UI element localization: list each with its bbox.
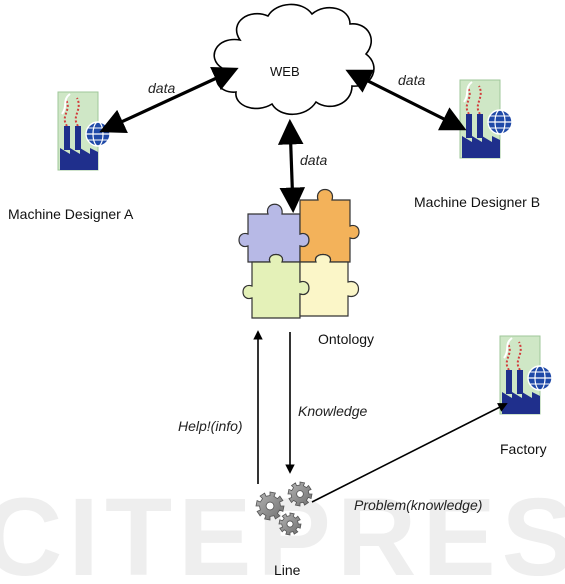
- factory-icon-designer-a: [57, 91, 111, 171]
- edge-label-problem-knowledge: Problem(knowledge): [354, 497, 483, 513]
- factory-icon-factory: [499, 335, 553, 415]
- arrow-web-ontology: [277, 118, 306, 214]
- edge-label-knowledge: Knowledge: [298, 403, 368, 419]
- web-cloud: [213, 3, 375, 116]
- designer-b-label: Machine Designer B: [414, 194, 541, 210]
- factory-label: Factory: [500, 441, 547, 457]
- ontology-label: Ontology: [318, 331, 375, 347]
- arrow-line-to-factory: [311, 403, 508, 503]
- designer-a-label: Machine Designer A: [8, 206, 134, 222]
- gears-icon: [255, 481, 313, 536]
- puzzle-piece-yellow: [299, 253, 360, 317]
- puzzle-piece-blue: [238, 203, 310, 263]
- factory-icon-designer-b: [459, 79, 513, 159]
- arrow-designer-a-web: [99, 66, 239, 134]
- arrow-web-designer-b: [345, 69, 467, 131]
- edge-label-web-b: data: [398, 72, 426, 88]
- line-label: Line: [274, 562, 301, 578]
- puzzle-piece-orange: [299, 188, 360, 263]
- ontology-puzzle-icon: [238, 188, 360, 319]
- edge-label-help-info: Help!(info): [178, 418, 243, 434]
- puzzle-piece-green: [242, 253, 310, 319]
- edge-label-a-web: data: [148, 80, 176, 96]
- web-label: WEB: [270, 64, 300, 79]
- edge-label-web-ontology: data: [300, 152, 328, 168]
